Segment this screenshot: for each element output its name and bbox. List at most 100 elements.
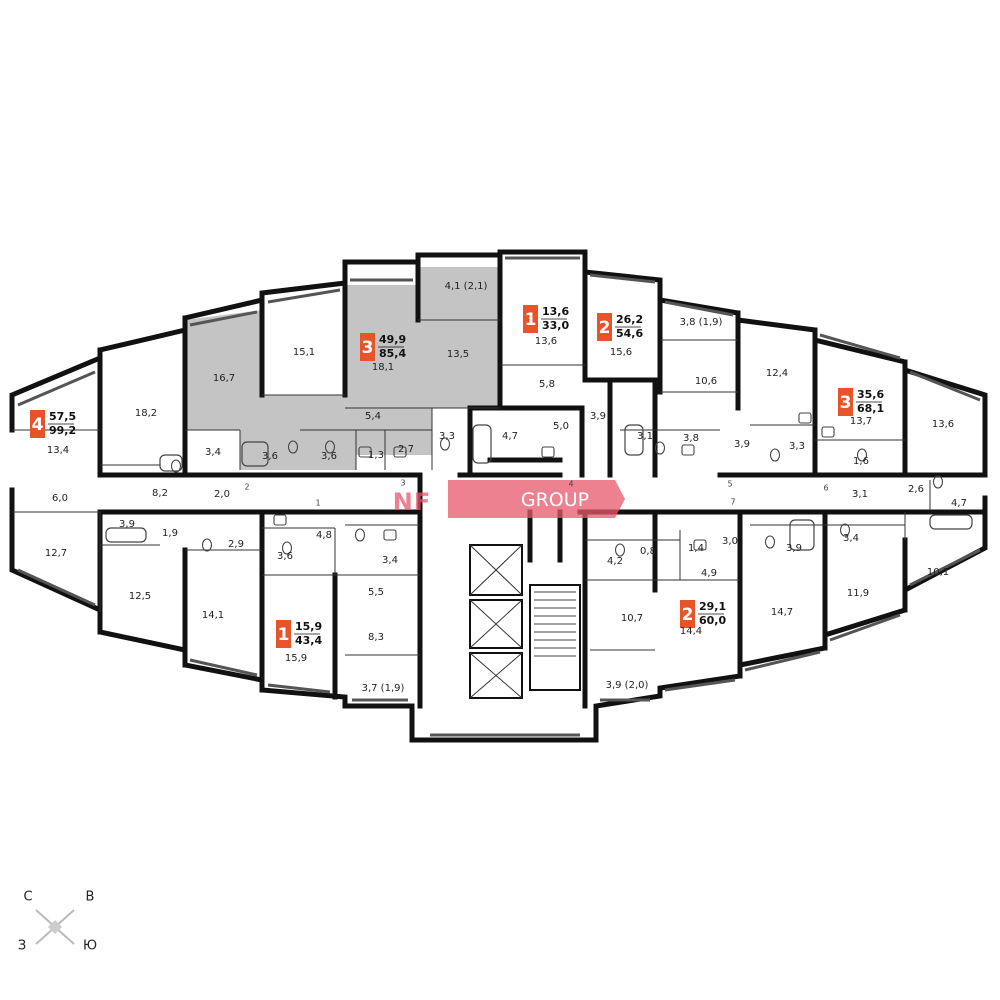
room-area-label: 2,7 bbox=[398, 444, 414, 455]
bathtub bbox=[929, 514, 973, 530]
badge-rooms: 1 bbox=[278, 625, 290, 645]
toilet bbox=[856, 448, 868, 462]
nf-group-logo: NF GROUP bbox=[393, 480, 625, 518]
door-number: 3 bbox=[400, 479, 405, 488]
bathtub bbox=[105, 527, 147, 543]
toilet bbox=[201, 538, 213, 552]
bathtub bbox=[624, 424, 644, 456]
room-area-label: 8,3 bbox=[368, 632, 384, 643]
room-area-label: 5,0 bbox=[553, 421, 569, 432]
elevator-2 bbox=[469, 599, 523, 649]
logo-word: GROUP bbox=[521, 489, 589, 511]
room-area-label: 18,1 bbox=[372, 362, 394, 373]
badge-total-area: 54,6 bbox=[616, 327, 643, 340]
toilet bbox=[764, 535, 776, 549]
compass: С В З Ю bbox=[18, 890, 97, 954]
room-area-label: 3,6 bbox=[277, 551, 293, 562]
room-area-label: 12,7 bbox=[45, 548, 67, 559]
room-area-label: 1,9 bbox=[162, 528, 178, 539]
room-area-label: 1,4 bbox=[688, 543, 704, 554]
sink bbox=[273, 514, 287, 526]
badge-bg bbox=[360, 333, 375, 361]
room-area-label: 16,7 bbox=[213, 373, 235, 384]
sink bbox=[541, 446, 555, 458]
room-area-label: 4,2 bbox=[607, 556, 623, 567]
sink bbox=[693, 539, 707, 551]
building-core bbox=[469, 544, 581, 699]
room-area-label: 4,8 bbox=[316, 530, 332, 541]
badge-rooms: 2 bbox=[682, 605, 694, 625]
sink bbox=[383, 529, 397, 541]
room-area-label: 15,9 bbox=[285, 653, 307, 664]
room-area-label: 5,5 bbox=[368, 587, 384, 598]
badge-living-area: 15,9 bbox=[295, 620, 322, 633]
room-area-label: 10,1 bbox=[927, 567, 949, 578]
badge-living-area: 35,6 bbox=[857, 388, 884, 401]
room-area-label: 3,9 bbox=[119, 519, 135, 530]
room-area-label: 3,1 bbox=[852, 489, 868, 500]
selected-apartment-fill bbox=[185, 267, 500, 470]
badge-bg bbox=[276, 620, 291, 648]
room-area-label: 4,9 bbox=[701, 568, 717, 579]
bathtub bbox=[241, 441, 269, 467]
room-area-label: 3,9 bbox=[734, 439, 750, 450]
room-area-label: 5,8 bbox=[539, 379, 555, 390]
room-area-label: 14,7 bbox=[771, 607, 793, 618]
room-area-label: 0,8 bbox=[640, 546, 656, 557]
room-area-label: 2,0 bbox=[214, 489, 230, 500]
badge-total-area: 85,4 bbox=[379, 347, 406, 360]
badge-total-area: 68,1 bbox=[857, 402, 884, 415]
room-area-label: 2,9 bbox=[228, 539, 244, 550]
room-area-label: 3,9 (2,0) bbox=[606, 680, 649, 691]
badge-living-area: 57,5 bbox=[49, 410, 76, 423]
room-area-label: 3,1 bbox=[637, 431, 653, 442]
badge-rooms: 4 bbox=[32, 415, 44, 435]
room-area-label: 12,5 bbox=[129, 591, 151, 602]
room-area-label: 3,3 bbox=[789, 441, 805, 452]
windows bbox=[17, 256, 981, 737]
badge-living-area: 49,9 bbox=[379, 333, 406, 346]
compass-east: В bbox=[86, 890, 95, 905]
badge-bg bbox=[838, 388, 853, 416]
apartment-badge-apt-1-bottom[interactable]: 1 15,943,4 bbox=[276, 620, 322, 648]
door-number: 4 bbox=[568, 480, 573, 489]
door-number: 7 bbox=[730, 498, 735, 507]
room-area-label: 3,8 bbox=[683, 433, 699, 444]
stair-core bbox=[529, 584, 581, 691]
badge-bg bbox=[680, 600, 695, 628]
toilet bbox=[281, 541, 293, 555]
room-area-label: 15,6 bbox=[610, 347, 632, 358]
badge-bg bbox=[523, 305, 538, 333]
room-area-label: 3,9 bbox=[590, 411, 606, 422]
badge-living-area: 26,2 bbox=[616, 313, 643, 326]
toilet bbox=[839, 523, 851, 537]
badge-total-area: 43,4 bbox=[295, 634, 322, 647]
room-area-label: 3,6 bbox=[262, 451, 278, 462]
sink bbox=[681, 444, 695, 456]
sink bbox=[393, 446, 407, 458]
apartment-badge-apt-4-left[interactable]: 4 57,599,2 bbox=[30, 410, 76, 438]
room-area-label: 3,3 bbox=[439, 431, 455, 442]
bathtub bbox=[159, 454, 183, 472]
walls bbox=[9, 249, 988, 743]
room-area-label: 3,9 bbox=[786, 543, 802, 554]
room-area-label: 3,4 bbox=[843, 533, 859, 544]
toilet bbox=[769, 448, 781, 462]
compass-north: С bbox=[23, 890, 32, 905]
sink bbox=[358, 446, 372, 458]
badge-bg bbox=[597, 313, 612, 341]
door-number: 5 bbox=[727, 480, 732, 489]
door-number: 2 bbox=[244, 483, 249, 492]
toilet bbox=[170, 459, 182, 473]
badge-total-area: 99,2 bbox=[49, 424, 76, 437]
elevator-3 bbox=[469, 652, 523, 699]
room-area-label: 3,4 bbox=[382, 555, 398, 566]
